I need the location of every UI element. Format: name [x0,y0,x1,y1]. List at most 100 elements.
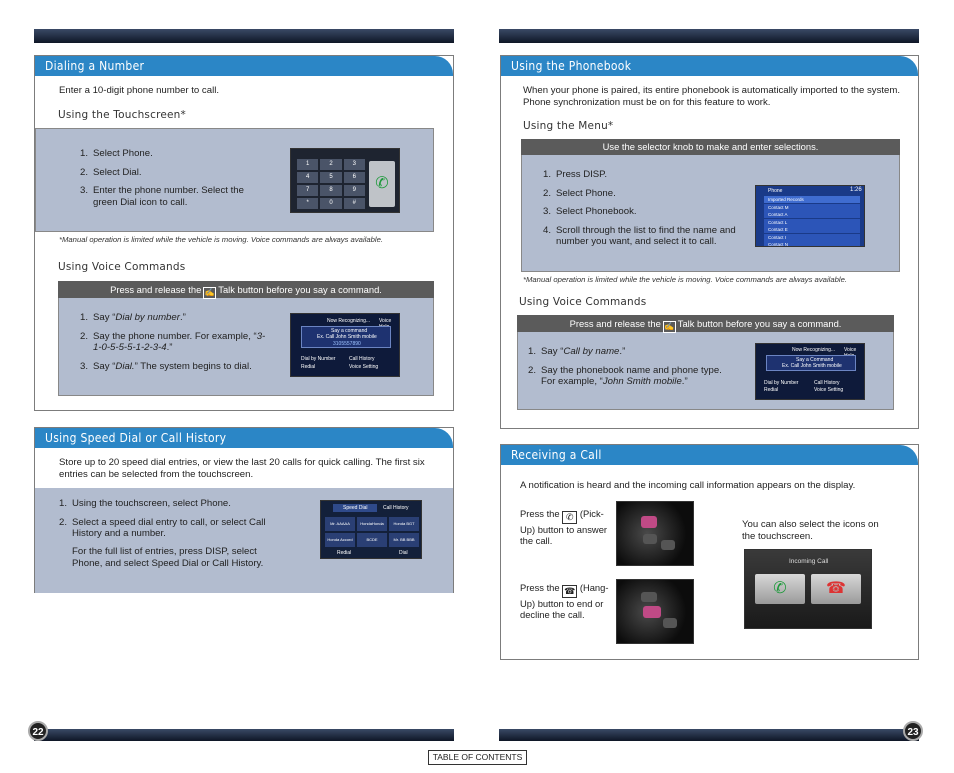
pb-voice-bar: Press and release the✍Talk button before… [517,315,894,333]
pb-voice-steps: 1.Say “Call by name.” 2.Say the phoneboo… [528,346,733,395]
dialing-intro: Enter a 10-digit phone number to call. [59,85,219,96]
keypad-key: 6 [343,172,365,183]
phonebook-section: Using the Phonebook When your phone is p… [500,55,919,429]
voice-bar: Press and release the✍Talk button before… [58,281,434,299]
top-bar-right [499,29,919,43]
voice-name-screenshot: Now Recognizing... Voice Help Say a Comm… [755,343,865,400]
list-item: 4.Scroll through the list to find the na… [543,224,736,248]
pickup-text: Press the ✆ (Pick-Up) button to answer t… [520,508,608,546]
hangup-button-photo [616,579,694,644]
speed-tab-active [333,504,377,512]
table-of-contents-link[interactable]: TABLE OF CONTENTS [428,750,527,765]
talk-icon: ✍ [662,321,676,333]
phonebook-header: Using the Phonebook [501,56,918,76]
keypad-key: 1 [297,159,319,170]
phonebook-row: Contact I [764,233,860,241]
talk-icon: ✍ [203,287,217,299]
phonebook-row: Contact N [764,241,860,246]
dialing-title: Dialing a Number [45,59,145,73]
dialing-header: Dialing a Number [35,56,453,76]
speed-dial-title: Using Speed Dial or Call History [45,431,227,445]
pickup-button-photo [616,501,694,566]
keypad-key: 5 [320,172,342,183]
hangup-icon: ☎ [562,585,578,598]
voice-steps: 1.Say “Dial by number.” 2.Say the phone … [80,312,270,379]
list-item: 2.Select a speed dial entry to call, or … [59,516,266,540]
list-item: 2.Select Dial. [80,166,142,178]
speed-entry: Honda Accord [325,533,355,547]
list-item: 3.Say “Dial.” The system begins to dial. [80,360,252,372]
phonebook-intro: When your phone is paired, its entire ph… [523,85,901,108]
keypad-key: 2 [320,159,342,170]
keypad-key: * [297,198,319,209]
speed-dial-section: Using Speed Dial or Call History Store u… [34,427,454,593]
list-item: 2.Say the phonebook name and phone type.… [528,364,722,388]
menu-panel [521,139,900,272]
incoming-call-screenshot: Incoming Call ✆ ☎ [744,549,872,629]
menu-subheading: Using the Menu* [523,120,614,132]
speed-entry: BCDE [357,533,387,547]
keypad-key: 7 [297,185,319,196]
list-item: 1.Press DISP. [543,169,608,180]
touch-steps: 1.Select Phone. 2.Select Dial. 3.Enter t… [80,148,270,215]
pickup-highlight [641,516,657,528]
list-item: 1.Say “Dial by number.” [80,312,186,323]
dial-button: ✆ [369,161,395,207]
speed-entry: HondaHonda [357,517,387,531]
accept-call-icon: ✆ [755,574,805,604]
phonebook-row: Imported Records [764,196,860,203]
receiving-header: Receiving a Call [501,445,918,465]
dialing-note: *Manual operation is limited while the v… [59,235,384,244]
menu-steps: 1.Press DISP. 2.Select Phone. 3.Select P… [543,169,738,255]
keypad-key: # [343,198,365,209]
list-item: 1.Say “Call by name.” [528,346,626,357]
menu-bar: Use the selector knob to make and enter … [521,139,900,155]
dialing-section: Dialing a Number Enter a 10-digit phone … [34,55,454,411]
list-item: 3.Select Phonebook. [543,206,637,217]
speed-dial-header: Using Speed Dial or Call History [35,428,453,448]
keypad-key: 3 [343,159,365,170]
list-item: 1.Select Phone. [80,148,153,159]
voice-subheading: Using Voice Commands [58,261,186,273]
speed-entry: Mr. AAAAA [325,517,355,531]
decline-call-icon: ☎ [811,574,861,604]
keypad-key: 9 [343,185,365,196]
keypad-key: 4 [297,172,319,183]
receiving-section: Receiving a Call A notification is heard… [500,444,919,660]
touch-note: You can also select the icons on the tou… [742,519,879,542]
keypad-key: 8 [320,185,342,196]
keypad-key: 0 [320,198,342,209]
hangup-highlight [643,606,661,618]
pickup-icon: ✆ [562,511,578,524]
touch-subheading: Using the Touchscreen* [58,109,186,121]
phonebook-row: Contact A [764,211,860,218]
speed-entry: Honda BGT [389,517,419,531]
phonebook-note: *Manual operation is limited while the v… [523,275,848,284]
list-item: 1.Using the touchscreen, select Phone. [59,498,231,509]
page-number-right: 23 [903,721,923,741]
bottom-bar-left [34,729,454,741]
voice-dial-prompt-box [301,326,391,348]
receiving-title: Receiving a Call [511,448,602,462]
phonebook-title: Using the Phonebook [511,59,632,73]
receiving-intro: A notification is heard and the incoming… [520,480,856,491]
speed-entry: Mr. BB BBB [389,533,419,547]
speed-dial-steps: 1.Using the touchscreen, select Phone. 2… [59,498,289,547]
list-item: 2.Say the phone number. For example, “3-… [80,330,266,354]
speed-dial-intro: Store up to 20 speed dial entries, or vi… [59,457,425,480]
phonebook-row: Contact L [764,218,860,226]
voice-dial-screenshot: Now Recognizing... Voice Help Say a comm… [290,313,400,377]
list-item: 3.Enter the phone number. Select the gre… [80,185,244,208]
top-bar-left [34,29,454,43]
bottom-bar-right [499,729,919,741]
phonebook-row: Contact E [764,226,860,233]
speed-dial-extra: For the full list of entries, press DISP… [72,546,264,569]
phonebook-row: Contact M [764,203,860,211]
pb-voice-subheading: Using Voice Commands [519,296,647,308]
